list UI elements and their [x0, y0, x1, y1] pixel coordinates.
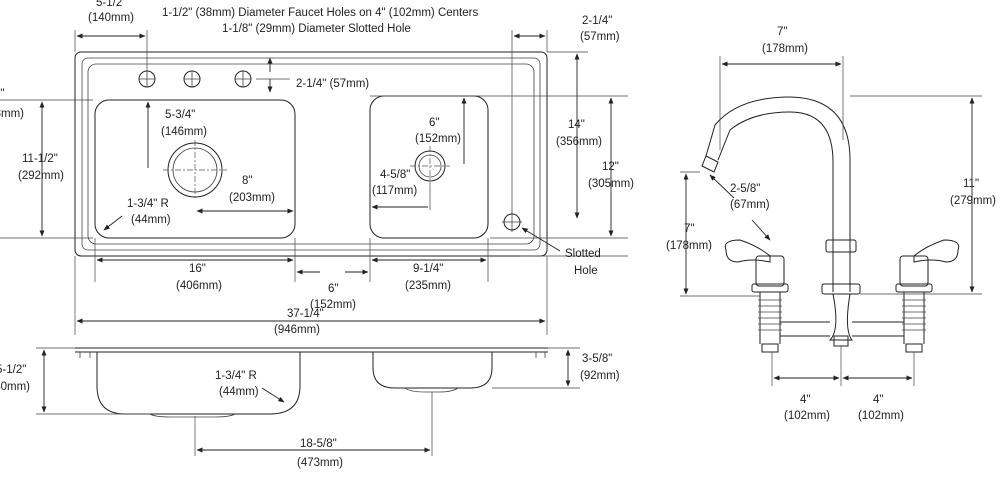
dim-radius-mm: (44mm): [131, 214, 171, 226]
dim-left-center-mm: (102mm): [784, 410, 830, 422]
dim-right-center-mm: (102mm): [858, 410, 904, 422]
faucet-hole-1: [138, 70, 156, 88]
dim-top-left-mm: (140mm): [88, 12, 134, 24]
note-slotted-hole: 1-1/8" (29mm) Diameter Slotted Hole: [222, 23, 411, 35]
label-slotted-1: Slotted: [565, 248, 601, 260]
dim-small-drain-mm: (152mm): [415, 133, 461, 145]
dim-small-offset-in: 4-5/8": [380, 169, 410, 181]
dim-spout-height-mm: (178mm): [666, 240, 712, 252]
dim-section-small-depth-mm: (92mm): [580, 370, 620, 382]
dim-reach-in: 7": [777, 26, 787, 38]
dim-divider-in: 6": [328, 283, 338, 295]
dim-overall-height-in: 11": [963, 178, 979, 190]
faucet-hole-3: [234, 70, 252, 88]
faucet-view: 7" (178mm) 7" (178mm) 2-5/8" (67mm) 11" …: [666, 26, 996, 422]
dim-bowl-depth-in: 11-1/2": [22, 153, 58, 165]
dim-section-small-depth-in: 3-5/8": [582, 353, 612, 365]
dim-drain-offset-mm: (146mm): [161, 126, 207, 138]
large-bowl: [94, 99, 296, 239]
sink-rim-outer: [74, 51, 548, 257]
dim-small-drain-in: 6": [429, 117, 439, 129]
dim-overall-depth-in: 14": [568, 119, 585, 131]
dim-top-right-in: 2-1/4": [582, 15, 612, 27]
section-large-bowl: [96, 352, 301, 415]
dim-spout-height-in: 7": [684, 223, 694, 235]
dim-left-edge-in: 7": [0, 88, 4, 100]
dim-drain-offset-in: 5-3/4": [165, 109, 195, 121]
dim-big-bowl-width-in: 16": [189, 263, 206, 275]
dim-drain-dia-in: 8": [242, 175, 252, 187]
dim-small-depth-mm: (305mm): [588, 178, 634, 190]
dim-overall-height-mm: (279mm): [950, 195, 996, 207]
dim-section-depth-mm: (140mm): [0, 381, 30, 393]
dim-spout-drop-mm: (67mm): [730, 199, 770, 211]
faucet-manifold: [780, 321, 904, 337]
dim-divider-mm: (152mm): [310, 299, 356, 311]
dim-small-bowl-width-in: 9-1/4": [413, 263, 443, 275]
faucet-hole-2: [183, 70, 201, 88]
dim-hole-offset: 2-1/4" (57mm): [296, 78, 369, 90]
dim-spout-drop-in: 2-5/8": [730, 183, 760, 195]
dim-overall-depth-mm: (356mm): [556, 136, 602, 148]
section-small-bowl: [372, 352, 493, 389]
faucet-spout: [717, 111, 834, 292]
faucet-spout-base: [825, 239, 857, 253]
dim-top-left-in: 5-1/2: [96, 0, 122, 9]
dim-left-edge-mm: (178mm): [0, 108, 24, 120]
sink-section-view: 5-1/2" (140mm) 1-3/4" R (44mm) 3-5/8" (9…: [0, 347, 620, 469]
dim-small-offset-mm: (117mm): [372, 185, 417, 197]
dim-radius-in: 1-3/4" R: [127, 198, 169, 210]
dim-reach-mm: (178mm): [762, 43, 808, 55]
section-rim: [75, 347, 548, 353]
dim-drain-dia-mm: (203mm): [229, 192, 275, 204]
left-handle: [724, 239, 789, 353]
dim-section-depth-in: 5-1/2": [0, 364, 26, 376]
dim-left-center-in: 4": [800, 394, 810, 406]
dim-bowl-depth-mm: (292mm): [18, 170, 64, 182]
label-slotted-2: Hole: [574, 265, 598, 277]
dim-right-center-in: 4": [873, 394, 883, 406]
dim-overall-width-mm: (946mm): [274, 324, 320, 336]
dim-top-right-mm: (57mm): [580, 31, 620, 43]
slotted-hole: [502, 212, 522, 232]
dim-small-depth-in: 12": [602, 161, 619, 173]
large-drain: [163, 140, 227, 200]
right-handle: [895, 239, 960, 353]
dim-section-radius-in: 1-3/4" R: [215, 370, 257, 382]
dim-overall-width-in: 37-1/4": [287, 308, 324, 320]
dim-small-bowl-width-mm: (235mm): [405, 280, 451, 292]
sink-rim-ledge: [87, 63, 535, 245]
dim-big-bowl-width-mm: (406mm): [176, 280, 222, 292]
dim-drain-ctr-mm: (473mm): [297, 457, 343, 469]
sink-plan-view: 1-1/2" (38mm) Diameter Faucet Holes on 4…: [0, 0, 634, 336]
dim-section-radius-mm: (44mm): [219, 386, 259, 398]
sink-rim-inner: [81, 57, 541, 251]
note-faucet-holes: 1-1/2" (38mm) Diameter Faucet Holes on 4…: [162, 7, 478, 19]
small-drain: [410, 146, 450, 186]
dim-drain-ctr-in: 18-5/8": [300, 438, 337, 450]
